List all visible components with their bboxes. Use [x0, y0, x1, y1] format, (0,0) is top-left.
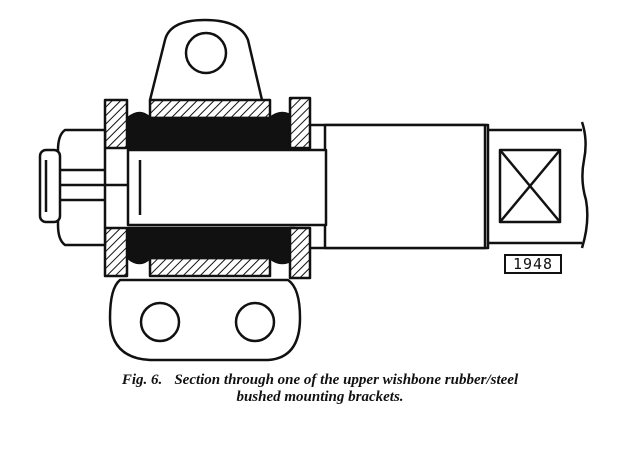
right-washer-bottom [288, 226, 312, 280]
caption-line-1: Section through one of the upper wishbon… [174, 372, 519, 388]
caption-line-2: bushed mounting brackets. [236, 389, 404, 405]
lower-bracket-plate [108, 278, 302, 362]
reference-number: 1948 [504, 254, 562, 274]
left-washer-top [103, 98, 129, 150]
split-pin-end [38, 148, 62, 224]
rubber-bush-bottom [126, 226, 297, 265]
rubber-bush-top [126, 111, 297, 150]
outer-sleeve-top [148, 98, 272, 120]
upper-lug-hole [184, 31, 228, 75]
lower-plate-hole-left [139, 301, 181, 343]
upper-bracket-lug [148, 18, 264, 101]
figure-caption: Fig. 6. Section through one of the upper … [40, 372, 600, 406]
shaft [126, 148, 328, 227]
left-washer-bottom [103, 226, 129, 278]
break-line [580, 121, 589, 249]
lower-plate-hole-right [234, 301, 276, 343]
square-section [498, 148, 562, 224]
wishbone-tube [323, 123, 487, 250]
figure-label: Fig. 6. [121, 372, 163, 388]
right-washer-top [288, 96, 312, 150]
bracket-section-diagram [38, 18, 589, 362]
outer-sleeve-bottom [148, 256, 272, 278]
castellated-nut [56, 128, 107, 247]
